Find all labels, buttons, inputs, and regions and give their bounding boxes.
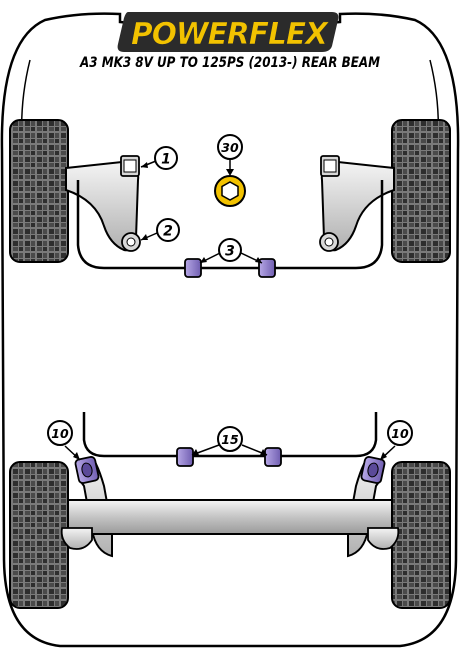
- callout-1: 1: [154, 146, 178, 170]
- bush-3-right: [258, 258, 276, 278]
- car-body-inner-line: [20, 59, 440, 141]
- bush-3-left: [184, 258, 202, 278]
- callout-10-left: 10: [47, 420, 73, 446]
- callout-10-left-label: 10: [51, 426, 69, 441]
- bush-2-left-core: [126, 237, 136, 247]
- car-body-outline: [0, 12, 460, 648]
- callout-3-label: 3: [225, 244, 235, 260]
- callout-30-label: 30: [221, 140, 239, 155]
- lower-anti-roll-bar: [82, 412, 378, 458]
- callout-2-label: 2: [163, 224, 173, 240]
- bush-15-left: [176, 447, 194, 467]
- wheel-upper-left: [9, 119, 69, 263]
- logo-text: POWERFLEX: [131, 17, 330, 52]
- callout-10-right-label: 10: [391, 426, 409, 441]
- callout-10-right: 10: [387, 420, 413, 446]
- bush-10-right: [360, 456, 386, 484]
- bush-10-left: [74, 456, 100, 484]
- bush-1-right: [320, 155, 340, 177]
- callout-30: 30: [217, 134, 243, 160]
- bush-2-right-core: [324, 237, 334, 247]
- bush-15-right: [264, 447, 282, 467]
- leader-arrowheads: [73, 162, 387, 460]
- upper-anti-roll-bar: [76, 180, 384, 270]
- callout-1-label: 1: [161, 152, 171, 168]
- powerflex-logo: POWERFLEX: [117, 12, 339, 52]
- wheel-upper-right: [391, 119, 451, 263]
- callout-3: 3: [218, 238, 242, 262]
- callout-2: 2: [156, 218, 180, 242]
- rear-beam: [67, 499, 393, 535]
- bush-1-left: [120, 155, 140, 177]
- rear-beam-left-hub: [60, 527, 93, 550]
- rear-beam-right-hub: [367, 527, 400, 550]
- wheel-lower-right: [391, 461, 451, 609]
- callout-15: 15: [217, 426, 243, 452]
- wheel-lower-left: [9, 461, 69, 609]
- item-30-nut: [214, 175, 246, 207]
- callout-15-label: 15: [221, 432, 239, 447]
- page-title: A3 MK3 8V UP TO 125PS (2013-) REAR BEAM: [79, 55, 380, 71]
